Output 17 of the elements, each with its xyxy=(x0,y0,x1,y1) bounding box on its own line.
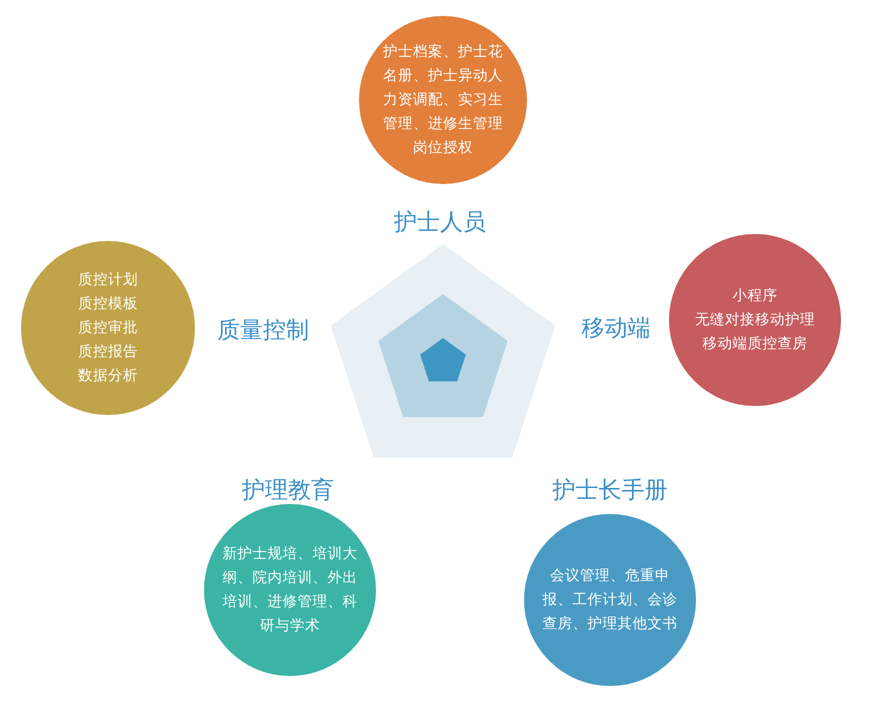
topic-text: 岗位授权 xyxy=(412,139,474,158)
topic-text: 护士档案、护士花名册、护士异动人力资调配、实习生管理、进修生管理 xyxy=(382,42,504,134)
topic-text: 质控计划 xyxy=(77,271,139,290)
topic-heading: 护士人员 xyxy=(394,208,486,238)
topic-heading: 质量控制 xyxy=(217,316,309,346)
topic-heading: 护士长手册 xyxy=(552,476,668,506)
topic-text: 移动端质控查房 xyxy=(702,334,808,354)
topic-text: 会议管理、危重申报、工作计划、会诊查房、护理其他文书 xyxy=(542,566,678,634)
topic-text: 质控报告 xyxy=(77,343,139,362)
topic-text: 新护士规培、培训大纲、院内培训、外出培训、进修管理、科研与学术 xyxy=(222,544,358,636)
topic-heading: 护理教育 xyxy=(242,476,334,506)
topic-text: 小程序 xyxy=(732,287,778,306)
topic-text: 数据分析 xyxy=(77,367,139,386)
topic-heading: 移动端 xyxy=(582,314,650,344)
topic-text: 质控审批 xyxy=(77,318,139,338)
topic-text: 质控模板 xyxy=(77,295,139,314)
topic-text: 无缝对接移动护理 xyxy=(694,310,816,330)
